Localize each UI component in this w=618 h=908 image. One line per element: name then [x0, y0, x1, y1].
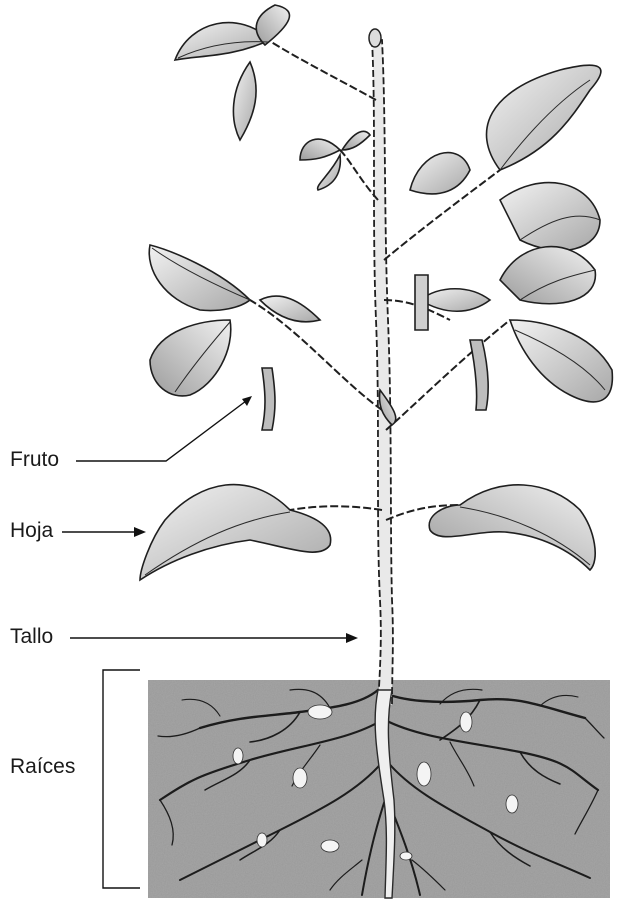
label-fruto: Fruto: [10, 448, 59, 472]
fruto-arrowhead: [242, 396, 252, 406]
tallo-arrowhead: [346, 633, 358, 643]
label-tallo: Tallo: [10, 625, 53, 649]
raices-bracket: [103, 670, 140, 888]
hoja-arrowhead: [134, 527, 146, 537]
label-raices: Raíces: [10, 755, 75, 779]
label-hoja: Hoja: [10, 519, 53, 543]
fruto-pointer: [76, 398, 250, 461]
